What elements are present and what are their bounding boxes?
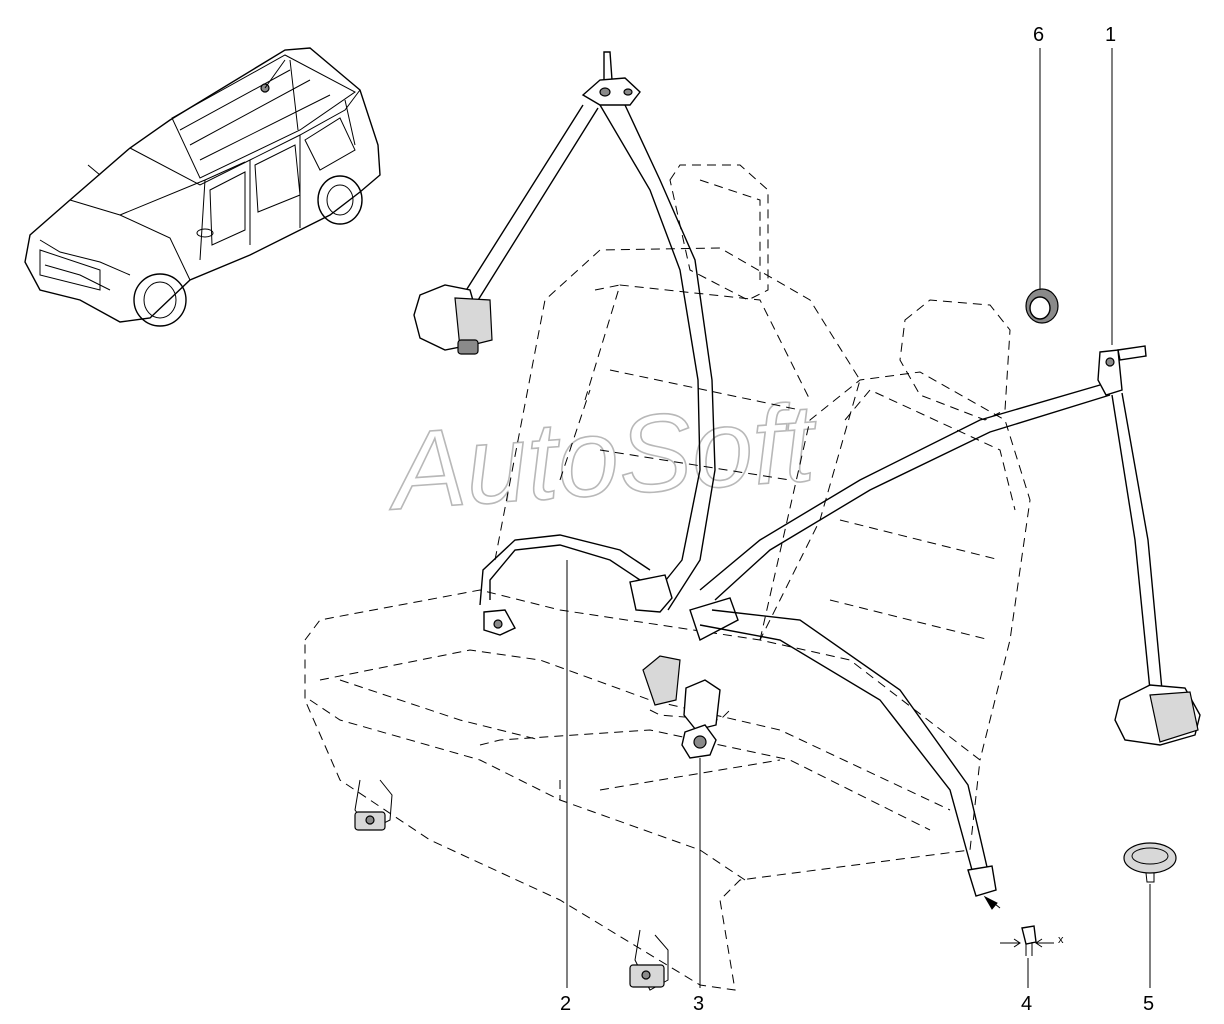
- callout-5: 5: [1143, 993, 1154, 1015]
- callout-2: 2: [560, 993, 571, 1015]
- leader-lines: [566, 48, 1151, 988]
- seat-belt-right: [689, 345, 1201, 897]
- car-illustration: [24, 47, 381, 327]
- rear-seat-outline: [304, 164, 1031, 991]
- callout-1: 1: [1105, 24, 1116, 46]
- part-6-cover-ring: [1025, 288, 1059, 324]
- callout-3: 3: [693, 993, 704, 1015]
- callout-4: 4: [1021, 993, 1032, 1015]
- watermark-text: AutoSoft: [382, 381, 822, 534]
- callout-6: 6: [1033, 24, 1044, 46]
- part-4-bolt: x: [983, 895, 1064, 956]
- callout-numbers: 1 2 3 4 5 6: [560, 24, 1154, 1015]
- seat-belt-left: [413, 51, 716, 636]
- center-buckle: [642, 655, 721, 759]
- x-mark-label: x: [1058, 934, 1064, 946]
- part-5-cap: [1123, 842, 1177, 883]
